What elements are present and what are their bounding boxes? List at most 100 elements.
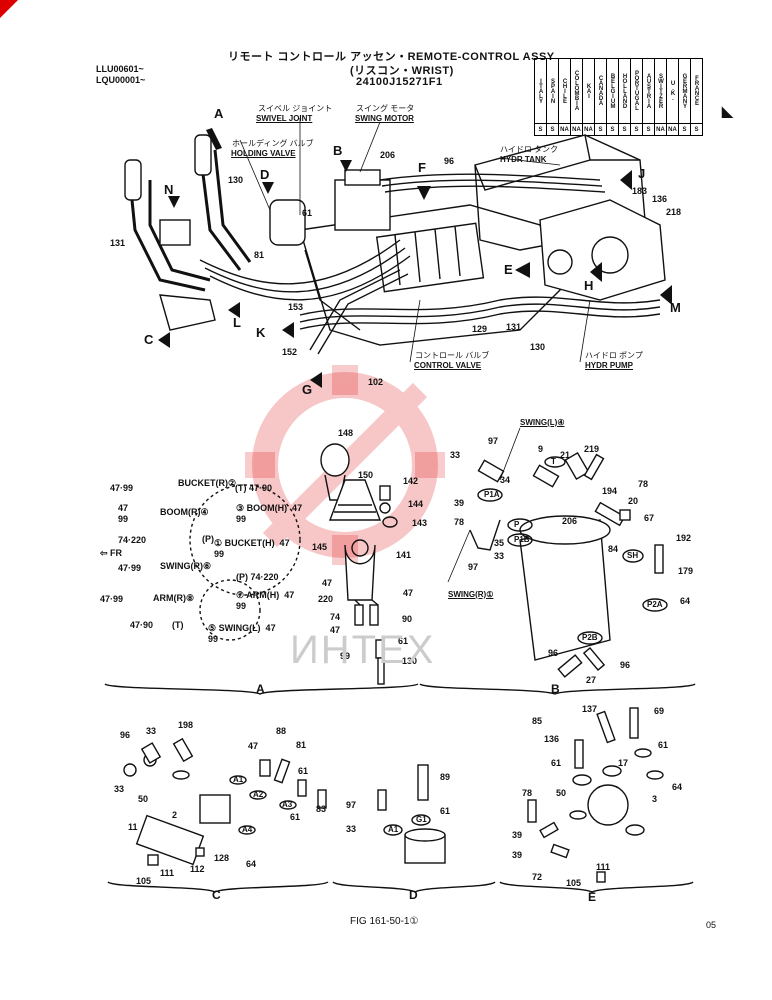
a-top-5: ARM(R)⑧ [153, 593, 195, 603]
part-number: 152 [282, 347, 298, 357]
part-number: 89 [440, 772, 451, 782]
part-number: 150 [358, 470, 374, 480]
title-line1: リモート コントロール アッセン・REMOTE-CONTROL ASSY [228, 51, 555, 63]
page-number: 05 [706, 920, 717, 930]
view-arrows [158, 128, 672, 388]
part-number: 194 [602, 486, 618, 496]
part-number: 67 [644, 513, 655, 523]
part-number: 78 [638, 479, 649, 489]
title-line2: (リスコン・WRIST) [350, 65, 454, 77]
part-number: 105 [136, 876, 152, 886]
part-number: 97 [488, 436, 499, 446]
part-number: 148 [338, 428, 354, 438]
a-top-3: (P) [202, 534, 214, 544]
part-number: 11 [128, 822, 138, 832]
part-number: 136 [544, 734, 560, 744]
part-number: 153 [288, 302, 304, 312]
part-number: 96 [548, 648, 559, 658]
a-top-2: BOOM(R)④ [160, 507, 209, 517]
fr-label: ⇦ FR [100, 548, 123, 558]
a-right-4: (P) 74·220 [236, 572, 279, 582]
port-tag: T [551, 457, 556, 466]
part-number: 129 [472, 324, 488, 334]
part-number: 131 [110, 238, 126, 248]
holding-valve-label: HOLDING VALVE [231, 149, 296, 158]
part-number: 20 [628, 496, 639, 506]
swing-r-label: SWING(R)① [448, 590, 494, 599]
control-valve-label: CONTROL VALVE [414, 361, 482, 370]
control-valve-jp: コントロール バルブ [415, 351, 490, 360]
view-arrow-c: C [144, 332, 154, 347]
view-arrow-k: K [256, 325, 266, 340]
part-number: 84 [608, 544, 619, 554]
part-number: 111 [160, 868, 175, 878]
part-number: 50 [138, 794, 149, 804]
part-number: 78 [522, 788, 533, 798]
section-d-label: D [409, 888, 418, 902]
part-number: 74 [330, 612, 341, 622]
part-number: 27 [586, 675, 597, 685]
port-tag: G1 [416, 815, 427, 824]
a-right-3: ① BUCKET(H) 47 99 [214, 538, 290, 559]
part-number: 130 [228, 175, 244, 185]
section-e-label: E [588, 890, 597, 904]
figure-number: FIG 161-50-1① [350, 916, 419, 927]
part-number: 192 [676, 533, 692, 543]
part-number: 72 [532, 872, 543, 882]
part-number: 61 [440, 806, 451, 816]
part-number: 96 [120, 730, 131, 740]
part-number: 3 [652, 794, 658, 804]
a-top-6: (T) [172, 620, 184, 630]
part-number: 179 [678, 566, 694, 576]
part-number: 33 [346, 824, 357, 834]
part-number: 21 [560, 450, 571, 460]
part-number: 206 [562, 516, 578, 526]
part-number: 78 [454, 517, 465, 527]
a-right-5: ⑦ ARM(H) 47 99 [236, 590, 295, 611]
part-number: 218 [666, 207, 682, 217]
view-arrow-e: E [504, 262, 513, 277]
part-number: 33 [146, 726, 157, 736]
part-number: 206 [380, 150, 396, 160]
part-number: 47 [403, 588, 414, 598]
part-number: 102 [368, 377, 384, 387]
corner-mark [0, 0, 18, 18]
a-top-4: SWING(R)⑥ [160, 561, 212, 571]
part-number: 64 [680, 596, 691, 606]
part-number: 183 [632, 186, 648, 196]
part-number: 96 [444, 156, 455, 166]
view-arrow-h: H [584, 278, 594, 293]
hydr-tank-label: HYDR TANK [500, 155, 547, 164]
part-number: 47 [330, 625, 341, 635]
a-right-1: (T) 47·90 [235, 483, 273, 493]
hydr-pump-label: HYDR PUMP [585, 361, 634, 370]
part-number: 130 [402, 656, 418, 666]
port-tag: P1A [484, 490, 500, 499]
port-tag: A1 [388, 825, 399, 834]
port-tag: P2B [582, 633, 598, 642]
part-number: 39 [512, 830, 523, 840]
part-number: 96 [620, 660, 631, 670]
swing-motor-jp: スイング モータ [356, 104, 415, 113]
holding-valve-jp: ホールディング バルブ [232, 139, 314, 148]
swivel-joint-label: SWIVEL JOINT [256, 114, 313, 123]
part-number: 97 [346, 800, 357, 810]
part-number: 61 [658, 740, 669, 750]
part-number: 219 [584, 444, 600, 454]
watermark-text: ИНТЕХ [290, 628, 436, 672]
view-arrow-l: L [233, 315, 241, 330]
part-number: 136 [652, 194, 668, 204]
section-a-label: A [256, 682, 265, 696]
part-number: 50 [556, 788, 567, 798]
part-number: 47 [322, 578, 333, 588]
part-number: 64 [246, 859, 257, 869]
part-number: 2 [172, 810, 178, 820]
a-left-5: 47·99 [100, 594, 124, 604]
part-number: 69 [654, 706, 665, 716]
part-number: 64 [672, 782, 683, 792]
part-number: 131 [506, 322, 522, 332]
hydr-tank-jp: ハイドロ タンク [500, 145, 559, 154]
part-number: 112 [190, 864, 205, 874]
